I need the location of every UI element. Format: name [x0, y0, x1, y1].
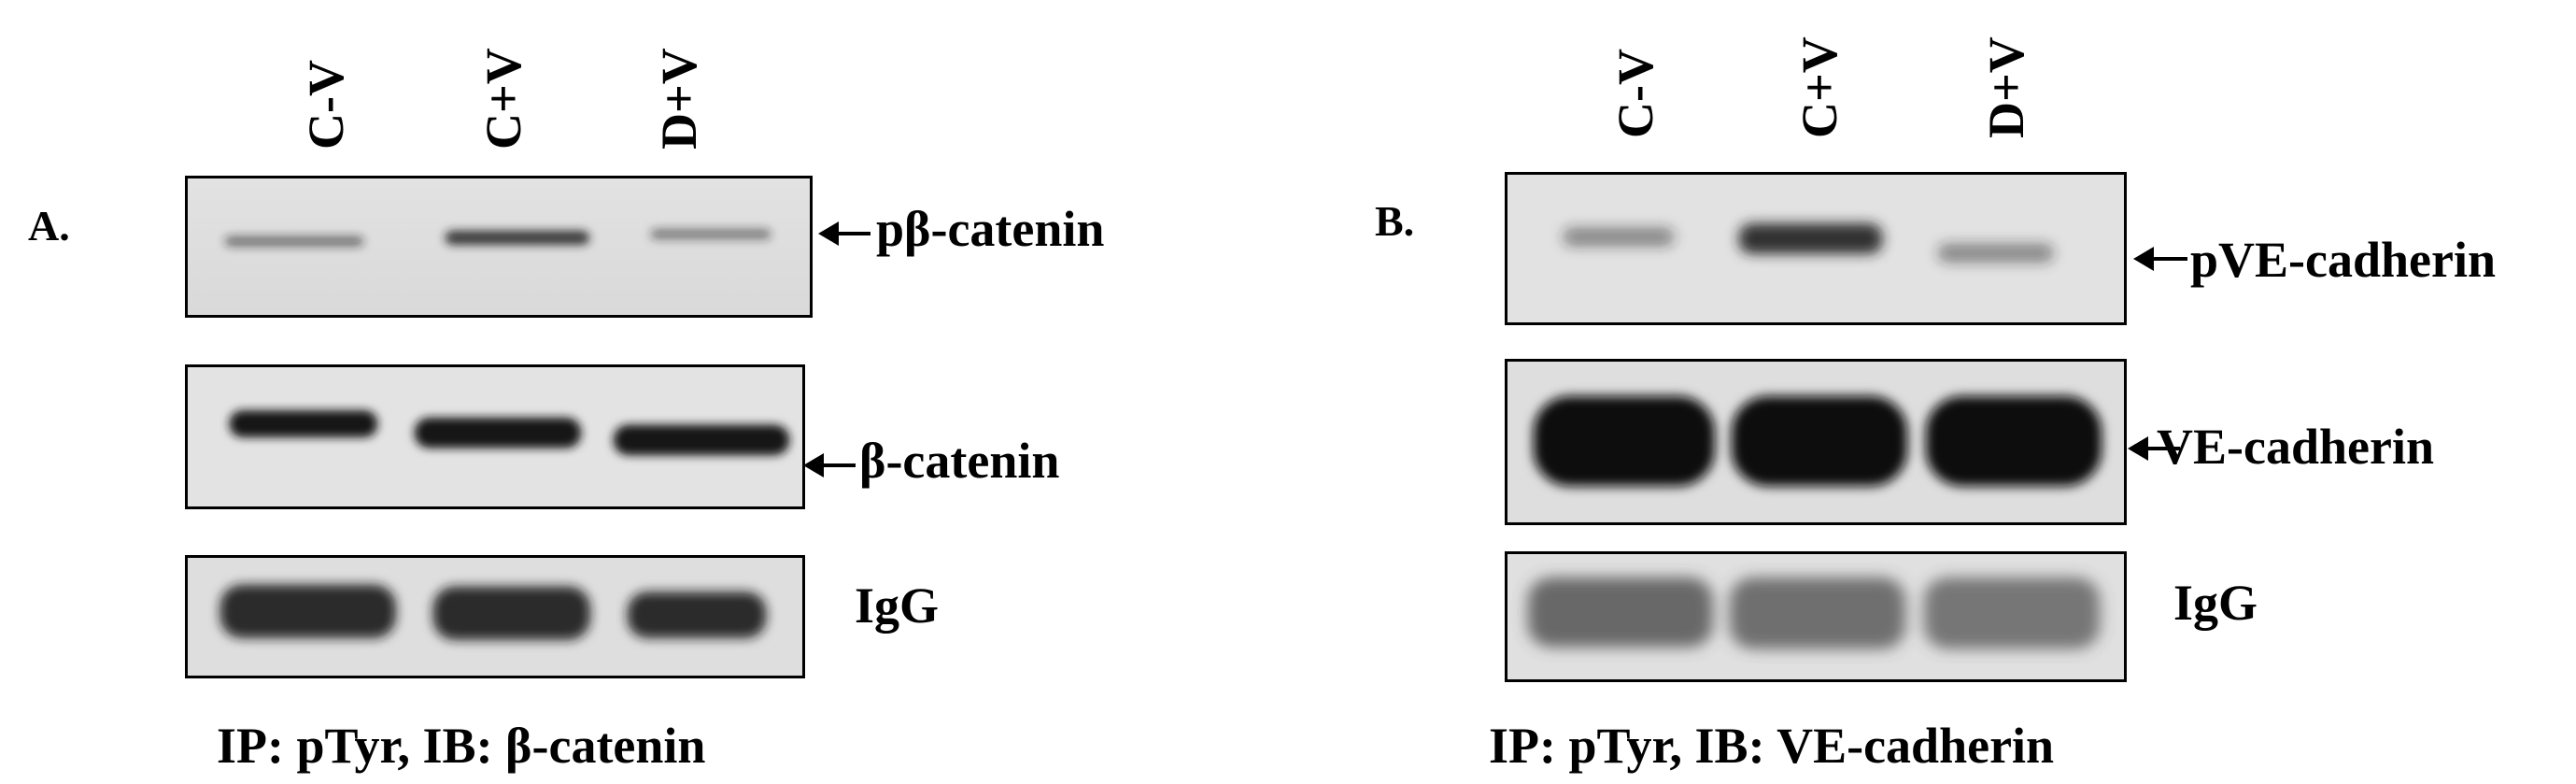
- panel-letter-a: A.: [28, 202, 70, 249]
- blot-a-row2-image: [188, 367, 802, 506]
- panel-letter-b: B.: [1375, 197, 1415, 245]
- blot-b-igg: [1505, 551, 2127, 682]
- panel-a: A. C-V C+V D+V pβ-catenin: [28, 48, 1105, 774]
- blot-a-igg: [185, 555, 805, 678]
- lane-label-b-2: C+V: [1791, 36, 1847, 138]
- lane-label-a-1: C-V: [298, 60, 354, 150]
- caption-a: IP: pTyr, IB: β-catenin: [217, 718, 706, 774]
- lane-label-b-3: D+V: [1978, 36, 2034, 138]
- label-b-ve-cadherin: VE-cadherin: [2157, 419, 2434, 475]
- blot-b-row3-image: [1507, 554, 2124, 679]
- lane-label-b-1: C-V: [1607, 49, 1663, 138]
- label-b-igg: IgG: [2173, 575, 2258, 631]
- lane-label-a-2: C+V: [475, 48, 531, 150]
- lane-label-a-3: D+V: [651, 48, 707, 150]
- blot-b-pve-cadherin: [1505, 172, 2127, 325]
- blot-b-ve-cadherin: [1505, 359, 2127, 525]
- blot-b-row1-image: [1507, 175, 2124, 322]
- arrow-b-pve-cadherin: [2133, 247, 2187, 271]
- blot-a-beta-catenin: [185, 364, 805, 509]
- label-a-igg: IgG: [855, 577, 940, 634]
- blot-a-row1-image: [188, 178, 810, 315]
- arrow-b-ve-cadherin: [2128, 436, 2180, 461]
- label-a-pbeta-catenin: pβ-catenin: [876, 201, 1105, 257]
- label-b-pve-cadherin: pVE-cadherin: [2190, 232, 2497, 288]
- panel-b: B. C-V C+V D+V pVE-cadherin: [1288, 0, 2576, 784]
- arrow-a-beta-catenin: [803, 453, 856, 478]
- blot-a-row3-image: [188, 558, 802, 676]
- caption-b: IP: pTyr, IB: VE-cadherin: [1489, 718, 2055, 774]
- blot-a-pbeta-catenin: [185, 176, 813, 318]
- arrow-a-pbeta-catenin: [818, 221, 870, 246]
- label-a-beta-catenin: β-catenin: [859, 433, 1060, 489]
- blot-b-row2-image: [1507, 362, 2124, 522]
